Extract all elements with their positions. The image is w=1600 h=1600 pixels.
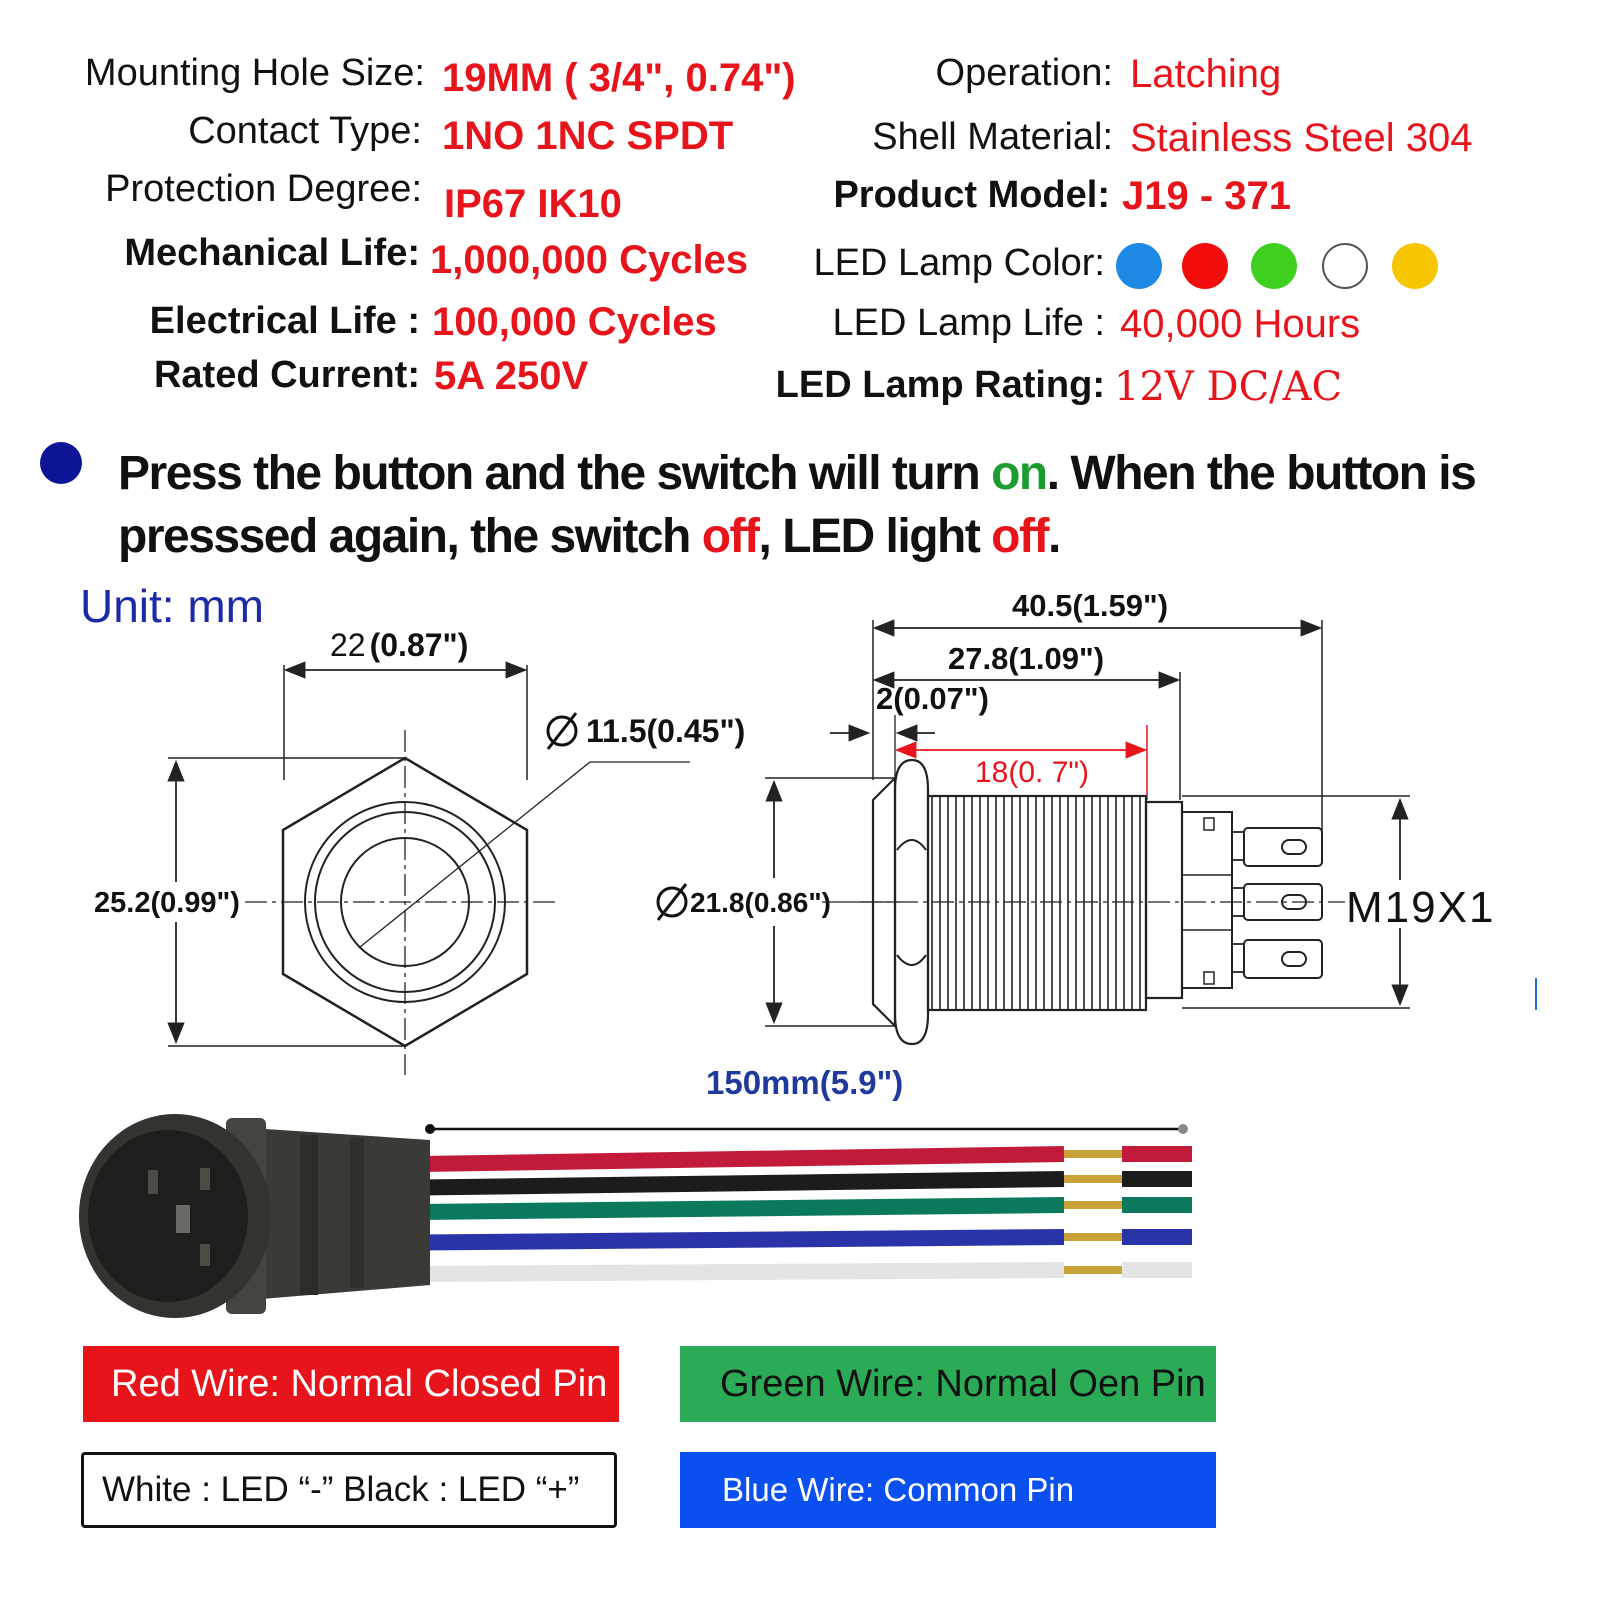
wire-3 — [419, 1229, 1065, 1251]
side-body-label: 27.8(1.09") — [948, 641, 1104, 676]
spec-value-electrical-life: 100,000 Cycles — [432, 300, 717, 344]
connector-pin — [176, 1205, 190, 1233]
front-height-label: 25.2(0.99") — [94, 887, 240, 919]
spec-value-rated-current: 5A 250V — [434, 354, 589, 398]
cable-length-label: 150mm(5.9") — [706, 1064, 903, 1101]
spec-label-contact-type: Contact Type: — [188, 110, 422, 152]
wire-2 — [419, 1197, 1065, 1220]
led-color-swatch-blue — [1116, 243, 1162, 289]
spec-value-protection: IP67 IK10 — [444, 182, 622, 226]
desc-text-2: . When the button is presssed again, the… — [118, 447, 1477, 563]
spec-label-mounting-hole: Mounting Hole Size: — [84, 52, 425, 94]
side-thread-label: 18(0. 7") — [975, 756, 1089, 789]
spec-label-operation: Operation: — [935, 52, 1113, 94]
wire-1 — [419, 1171, 1065, 1196]
legend-green-text: Green Wire: Normal Oen Pin — [720, 1362, 1206, 1405]
legend-blue-wire: Blue Wire: Common Pin — [680, 1452, 1216, 1528]
led-color-swatch-green — [1251, 243, 1297, 289]
desc-off-switch: off — [701, 510, 760, 563]
legend-red-text: Red Wire: Normal Closed Pin — [111, 1362, 608, 1405]
spec-value-operation: Latching — [1130, 52, 1282, 96]
side-flange-label: 2(0.07") — [876, 681, 989, 716]
spec-label-protection: Protection Degree: — [105, 168, 422, 210]
desc-text-4: . — [1047, 510, 1061, 563]
legend-red-wire: Red Wire: Normal Closed Pin — [83, 1346, 619, 1422]
threaded-body — [926, 794, 1148, 1012]
unit-label: Unit: mm — [80, 580, 264, 632]
spec-label-mechanical-life: Mechanical Life: — [124, 232, 420, 274]
spec-value-contact-type: 1NO 1NC SPDT — [442, 114, 734, 158]
desc-text-3: , LED light — [758, 510, 992, 563]
spec-value-mounting-hole: 19MM ( 3/4", 0.74") — [442, 56, 796, 100]
spec-value-mechanical-life: 1,000,000 Cycles — [430, 238, 749, 282]
front-view: 22(0.87") 25.2(0.99") 11.5(0.45") — [94, 627, 745, 1075]
wire-harness — [79, 1114, 1192, 1318]
wire-4 — [419, 1262, 1065, 1282]
legend-green-wire: Green Wire: Normal Oen Pin — [680, 1346, 1216, 1422]
front-width-label: 22(0.87") — [330, 627, 468, 663]
desc-text-1: Press the button and the switch will tur… — [118, 447, 992, 500]
spec-label-rated-current: Rated Current: — [153, 354, 420, 396]
led-color-swatch-white — [1322, 243, 1368, 289]
desc-off-led: off — [991, 510, 1049, 563]
spec-label-led-rating: LED Lamp Rating: — [775, 364, 1105, 406]
front-diameter-label: 11.5(0.45") — [586, 713, 745, 749]
led-color-swatch-red — [1182, 243, 1228, 289]
bullet-dot — [40, 442, 82, 484]
wire-0 — [419, 1146, 1065, 1172]
desc-on: on — [991, 447, 1048, 500]
spec-value-product-model: J19 - 371 — [1122, 174, 1292, 218]
thread-spec-label: M19X1 — [1346, 883, 1495, 932]
side-view: 40.5(1.59") 27.8(1.09") 2(0.07") 18(0. 7… — [656, 588, 1537, 1046]
legend-blue-text: Blue Wire: Common Pin — [722, 1471, 1075, 1508]
spec-label-led-life: LED Lamp Life : — [832, 302, 1105, 344]
spec-value-led-life: 40,000 Hours — [1120, 302, 1361, 346]
spec-label-shell-material: Shell Material: — [872, 116, 1113, 158]
spec-label-led-color: LED Lamp Color: — [813, 242, 1105, 284]
led-color-swatch-yellow — [1392, 243, 1438, 289]
side-total-label: 40.5(1.59") — [1012, 588, 1168, 623]
spec-value-shell-material: Stainless Steel 304 — [1130, 116, 1473, 160]
spec-label-product-model: Product Model: — [833, 174, 1110, 216]
legend-white-black-wire: White : LED “-” Black : LED “+” — [81, 1452, 617, 1528]
operation-description: Press the button and the switch will tur… — [118, 442, 1568, 568]
spec-value-led-rating: 12V DC/AC — [1114, 364, 1343, 410]
legend-white-black-text: White : LED “-” Black : LED “+” — [102, 1470, 580, 1509]
side-diameter-label: 21.8(0.86") — [690, 887, 831, 918]
spec-label-electrical-life: Electrical Life : — [149, 300, 420, 342]
